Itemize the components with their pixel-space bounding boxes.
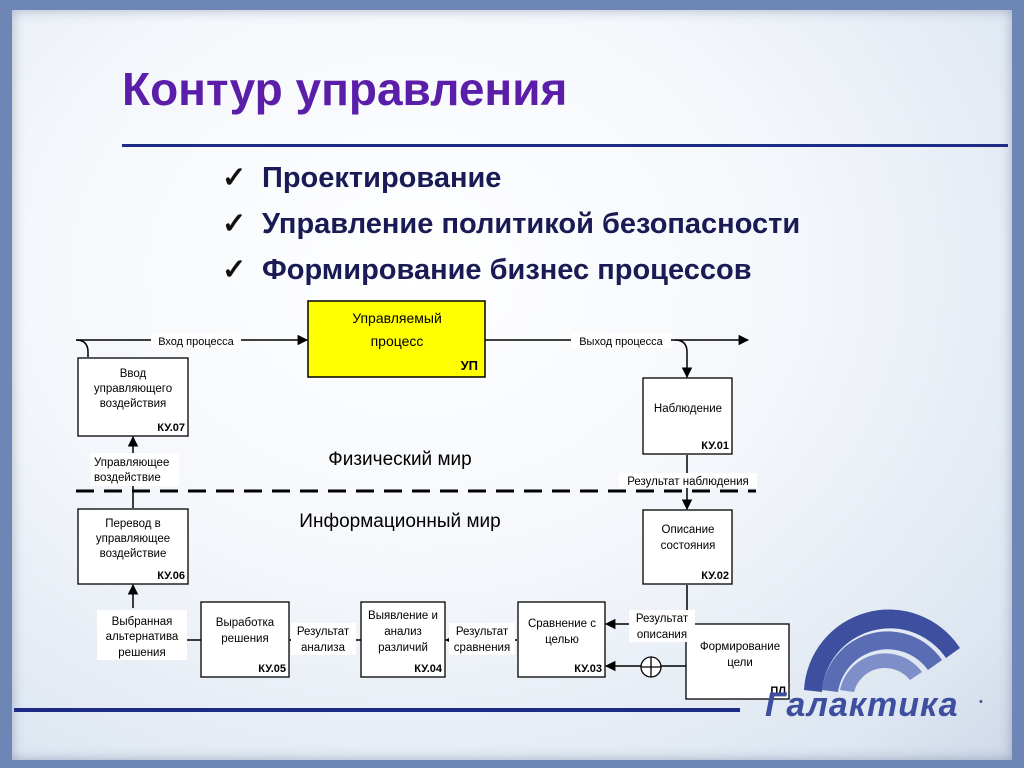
- block-line: Формирование: [700, 641, 780, 653]
- process-title-line: Управляемый: [352, 310, 442, 326]
- block-line: управляющее: [96, 533, 170, 545]
- controlled-process: Управляемый процесс УП: [307, 300, 486, 378]
- bullet-list: ✓ Проектирование ✓ Управление политикой бе…: [222, 160, 800, 298]
- output-label: Выход процесса: [579, 336, 663, 348]
- title-underline: [122, 144, 1008, 147]
- bullet-item: ✓ Управление политикой безопасности: [222, 206, 800, 252]
- process-code: УП: [461, 358, 478, 373]
- control-label-line: воздействие: [94, 472, 161, 484]
- block-code: КУ.07: [157, 422, 185, 434]
- comparator-icon: [640, 656, 662, 678]
- analysis-label-line: анализа: [301, 642, 346, 654]
- zone-physical: Физический мир: [328, 449, 471, 470]
- description-label-line: описания: [637, 629, 687, 641]
- comparison-label-line: сравнения: [454, 642, 510, 654]
- logo-mark: [804, 609, 960, 692]
- alternative-label-line: Выбранная: [112, 616, 173, 628]
- check-icon: ✓: [222, 162, 247, 194]
- logo-trademark-dot: •: [979, 696, 983, 708]
- block-code: КУ.03: [574, 663, 602, 675]
- block-ku06: Перевод в управляющее воздействие КУ.06: [77, 508, 189, 585]
- comparison-label-line: Результат: [456, 626, 509, 638]
- zone-informational: Информационный мир: [299, 511, 500, 532]
- block-ku01: Наблюдение КУ.01: [642, 377, 733, 455]
- description-label-line: Результат: [636, 613, 689, 625]
- block-code: КУ.01: [701, 440, 729, 452]
- block-ku02: Описание состояния КУ.02: [642, 509, 733, 585]
- slide-title: Контур управления: [122, 63, 568, 115]
- block-line: анализ: [384, 626, 422, 638]
- bullet-text: Проектирование: [262, 162, 502, 194]
- block-ku03: Сравнение с целью КУ.03: [517, 601, 606, 678]
- block-line: Сравнение с: [528, 618, 596, 630]
- block-code: ПЛ: [770, 685, 786, 697]
- to-ku01-arrow: [674, 339, 693, 379]
- connector-labels: Вход процесса Выход процесса Управляющее…: [91, 333, 757, 660]
- bullet-text: Формирование бизнес процессов: [262, 254, 752, 286]
- block-code: КУ.05: [258, 663, 286, 675]
- block-code: КУ.04: [414, 663, 443, 675]
- block-line: Перевод в: [105, 518, 161, 530]
- block-line: Выявление и: [368, 610, 438, 622]
- footer-rule: [14, 708, 740, 712]
- analysis-label-line: Результат: [297, 626, 350, 638]
- block-line: воздействия: [100, 398, 167, 410]
- block-ku05: Выработка решения КУ.05: [200, 601, 290, 678]
- check-icon: ✓: [222, 208, 247, 240]
- block-line: целью: [545, 634, 579, 646]
- block-line: управляющего: [94, 383, 172, 395]
- block-line: состояния: [661, 540, 716, 552]
- block-line: Наблюдение: [654, 403, 722, 415]
- block-code: КУ.02: [701, 570, 729, 582]
- block-line: цели: [727, 657, 753, 669]
- observation-label: Результат наблюдения: [627, 476, 749, 488]
- block-line: воздействие: [100, 548, 167, 560]
- block-line: Описание: [662, 524, 715, 536]
- block-code: КУ.06: [157, 570, 185, 582]
- block-line: Ввод: [120, 368, 147, 380]
- bullet-item: ✓ Формирование бизнес процессов: [222, 252, 800, 298]
- bullet-text: Управление политикой безопасности: [262, 208, 801, 240]
- block-line: Выработка: [216, 617, 275, 629]
- control-label-line: Управляющее: [94, 457, 169, 469]
- block-ku04: Выявление и анализ различий КУ.04: [360, 601, 446, 678]
- process-title-line: процесс: [371, 333, 424, 349]
- bullet-item: ✓ Проектирование: [222, 160, 800, 206]
- block-pl: Формирование цели ПЛ: [685, 623, 790, 700]
- block-line: решения: [221, 633, 268, 645]
- company-logo-text: Галактика: [765, 686, 959, 724]
- input-label: Вход процесса: [158, 336, 234, 348]
- alternative-label-line: альтернатива: [106, 631, 179, 643]
- alternative-label-line: решения: [118, 647, 165, 659]
- block-line: различий: [378, 642, 428, 654]
- block-ku07: Ввод управляющего воздействия КУ.07: [77, 357, 189, 437]
- to-ku07-connector: [75, 339, 89, 357]
- check-icon: ✓: [222, 254, 247, 286]
